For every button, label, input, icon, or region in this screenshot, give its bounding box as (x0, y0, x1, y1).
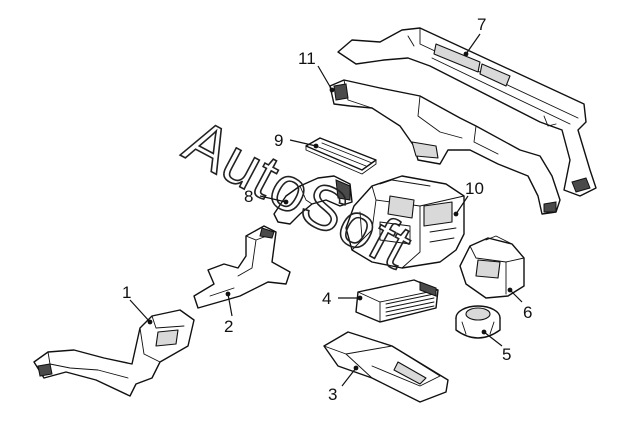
part-4-evaporator-core (355, 279, 439, 323)
callout-6: 6 (523, 303, 532, 322)
part-6-blower-housing (459, 235, 525, 299)
callout-2: 2 (224, 317, 233, 336)
part-11-center-vent-duct (329, 79, 561, 215)
callout-5: 5 (502, 345, 511, 364)
callout-10: 10 (465, 179, 484, 198)
part-7-upper-dash-duct (337, 27, 597, 197)
part-8-elbow-duct (273, 175, 353, 225)
callout-4: 4 (322, 289, 331, 308)
callout-7: 7 (477, 15, 486, 34)
callout-labels: 7 11 9 8 10 1 2 4 6 5 3 (122, 15, 532, 404)
callout-3: 3 (328, 385, 337, 404)
part-9-cabin-filter (305, 137, 377, 175)
callout-11: 11 (298, 49, 316, 68)
part-1-rear-floor-duct (33, 309, 195, 397)
part-10-hvac-housing (345, 175, 465, 269)
part-2-rear-cross-duct (193, 225, 291, 309)
callout-8: 8 (244, 187, 253, 206)
part-3-floor-duct-tray (323, 331, 449, 403)
leader-lines (129, 33, 523, 387)
part-5-blower-motor (455, 305, 501, 339)
callout-1: 1 (122, 283, 131, 302)
callout-9: 9 (274, 131, 283, 150)
